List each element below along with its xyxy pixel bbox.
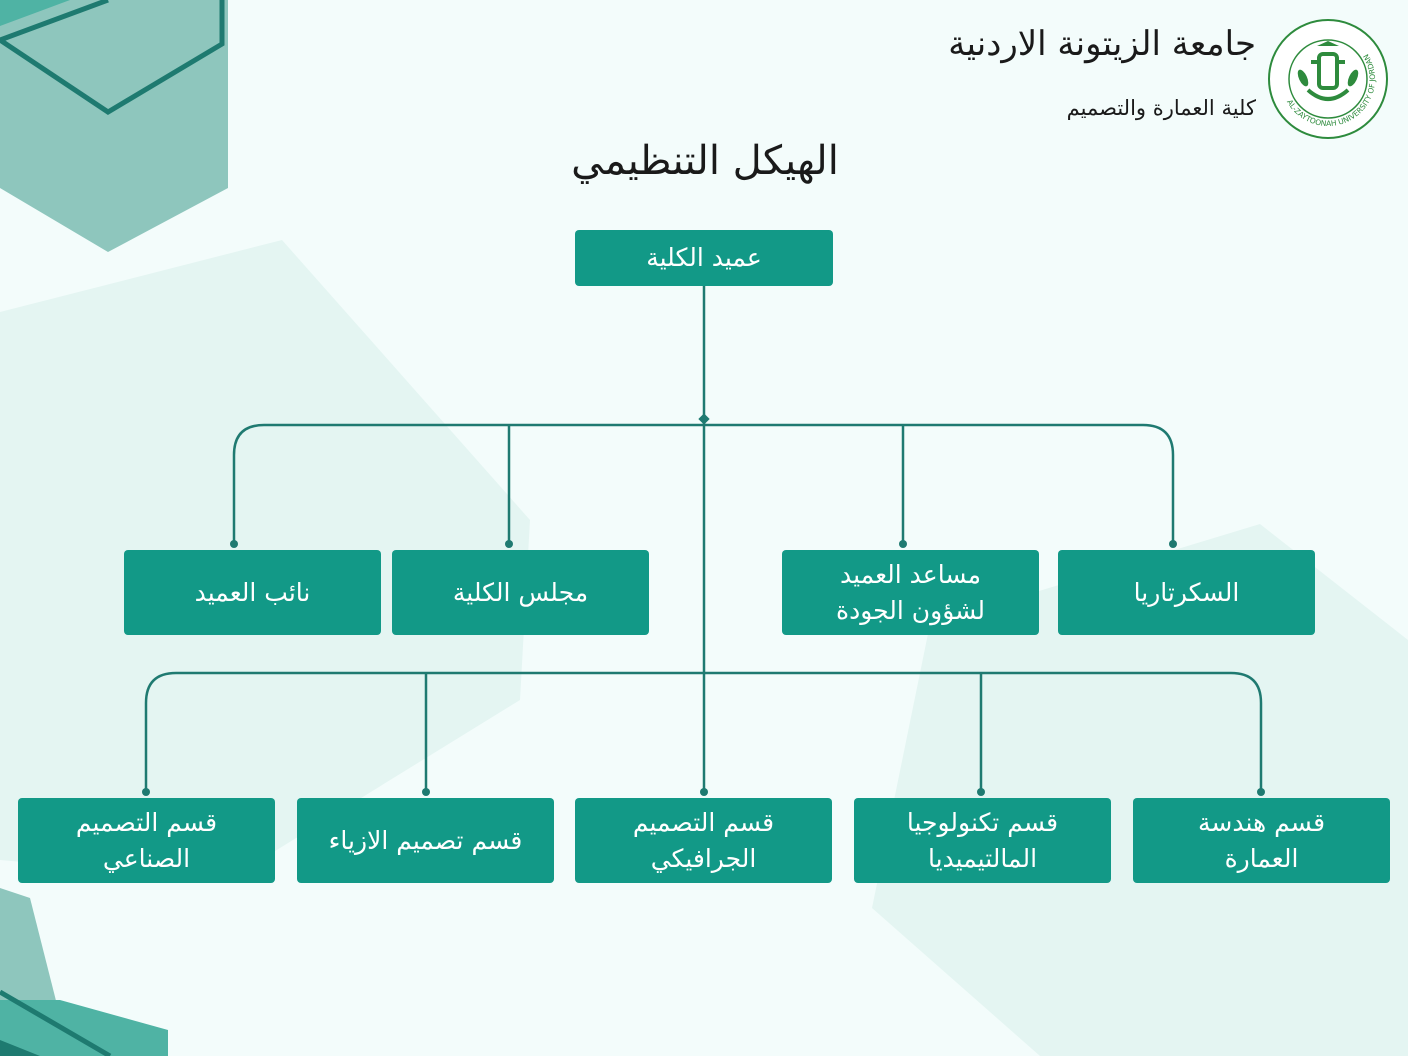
connector-level-2-bus — [232, 423, 1175, 545]
endpoint-dot — [1257, 788, 1265, 796]
hexagon-corner-top-left — [0, 0, 70, 26]
hexagon-line-top — [0, 0, 109, 43]
org-box-dept-industrial-design: قسم التصميم الصناعي — [18, 798, 275, 883]
org-box-dept-multimedia: قسم تكنولوجيا المالتيميديا — [854, 798, 1111, 883]
org-box-label-line-2: العمارة — [1224, 843, 1299, 873]
decoration-bottom-left-dark — [0, 1040, 40, 1056]
endpoint-dot — [700, 788, 708, 796]
org-box-label-line-1: قسم التصميم — [75, 807, 218, 837]
org-box-label: نائب العميد — [194, 577, 311, 607]
page-title: الهيكل التنظيمي — [571, 138, 839, 184]
org-box-dept-architecture: قسم هندسة العمارة — [1133, 798, 1390, 883]
org-chart-connectors — [144, 286, 1263, 792]
org-box-label: عميد الكلية — [646, 243, 762, 272]
hexagon-outline-top-left — [0, 0, 225, 115]
endpoint-dot — [1169, 540, 1177, 548]
org-box-label-line-2: الجرافيكي — [650, 843, 757, 873]
org-box-label-line-1: قسم التصميم — [632, 807, 775, 837]
hexagon-shape-top-left — [0, 0, 228, 252]
org-box-label: السكرتاريا — [1133, 577, 1240, 607]
org-box-label-line-2: الصناعي — [102, 843, 191, 873]
org-box-secretariat: السكرتاريا — [1058, 550, 1315, 635]
org-box-label-line-1: مساعد العميد — [839, 559, 982, 589]
college-name: كلية العمارة والتصميم — [1066, 96, 1256, 120]
org-box-label-line-2: المالتيميديا — [927, 843, 1038, 873]
endpoint-dot — [230, 540, 238, 548]
university-name: جامعة الزيتونة الاردنية — [948, 24, 1256, 64]
org-box-label: مجلس الكلية — [452, 577, 589, 607]
connector-departments-bus — [144, 671, 1263, 792]
org-box-label-line-2: لشؤون الجودة — [835, 595, 986, 625]
connector-endpoints — [142, 413, 1265, 796]
org-box-dean: عميد الكلية — [575, 230, 833, 286]
org-box-label: قسم تصميم الازياء — [328, 825, 523, 855]
org-box-dept-fashion-design: قسم تصميم الازياء — [297, 798, 554, 883]
org-box-assistant-dean-quality: مساعد العميد لشؤون الجودة — [782, 550, 1039, 635]
endpoint-dot — [142, 788, 150, 796]
endpoint-dot — [505, 540, 513, 548]
org-box-label-line-1: قسم تكنولوجيا — [906, 807, 1059, 837]
org-box-dept-graphic-design: قسم التصميم الجرافيكي — [575, 798, 832, 883]
org-box-vice-dean: نائب العميد — [124, 550, 381, 635]
endpoint-dot — [977, 788, 985, 796]
endpoint-dot — [899, 540, 907, 548]
org-box-college-council: مجلس الكلية — [392, 550, 649, 635]
olive-tree-book-emblem-icon: AL-ZAYTOONAH UNIVERSITY OF JORDAN — [1268, 19, 1388, 139]
org-box-label-line-1: قسم هندسة — [1197, 807, 1326, 837]
decoration-bottom-left-line — [0, 989, 112, 1056]
junction-diamond — [698, 413, 710, 425]
endpoint-dot — [422, 788, 430, 796]
background-polygon-right — [872, 524, 1408, 1056]
